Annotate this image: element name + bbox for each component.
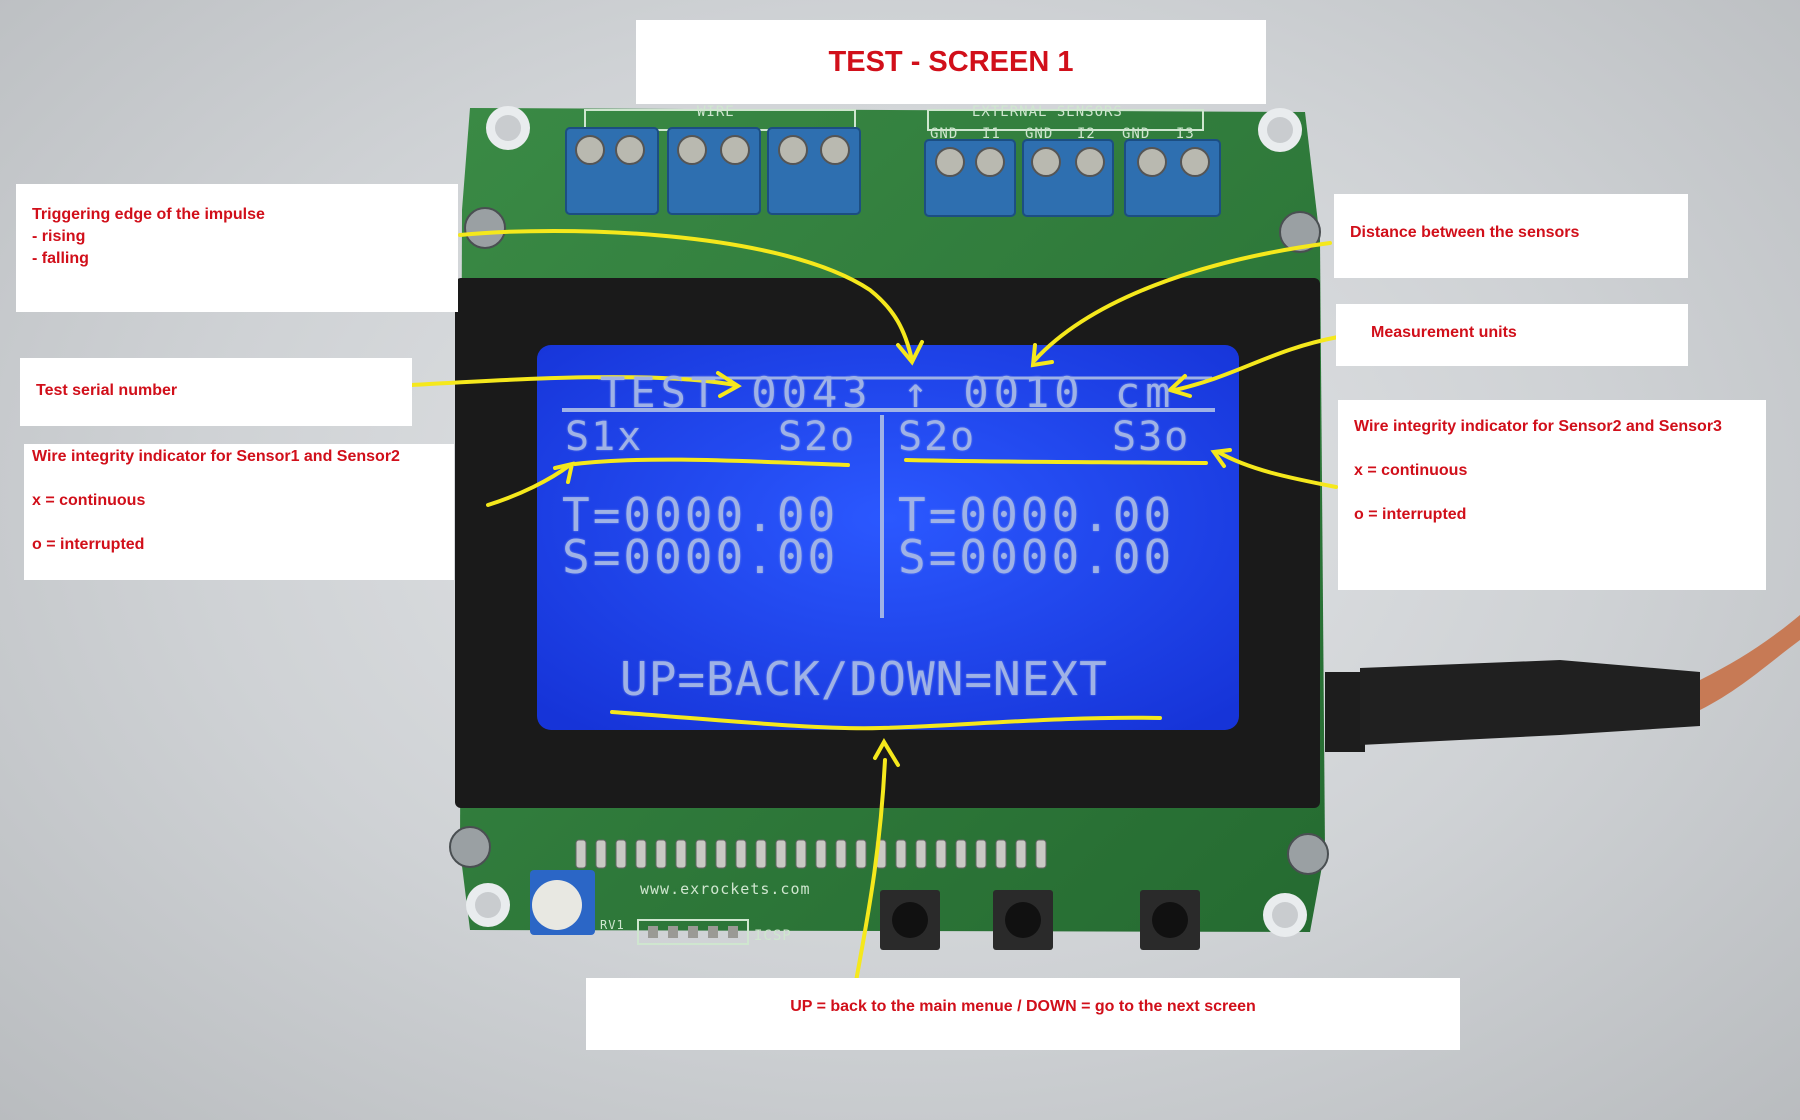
note-buttons-text: UP = back to the main menue / DOWN = go … xyxy=(790,998,1256,1015)
silk-website: www.exrockets.com xyxy=(640,880,811,898)
lcd-right-sensor-b: S3o xyxy=(1112,414,1191,460)
note-distance-text: Distance between the sensors xyxy=(1350,224,1580,241)
silk-terminal-i1: I1 xyxy=(982,126,1001,142)
potentiometer xyxy=(530,870,595,935)
lcd-divider-lines xyxy=(562,408,1215,618)
lcd-right-speed: S=0000.00 xyxy=(898,530,1175,584)
push-buttons xyxy=(880,890,1200,950)
annotation-arrows xyxy=(410,228,1340,989)
screws xyxy=(449,207,1329,875)
lcd-left-time: T=0000.00 xyxy=(562,488,839,542)
terminal-blocks xyxy=(565,127,1221,217)
pin-header xyxy=(575,839,1047,869)
lcd-screen xyxy=(537,345,1239,730)
silk-terminal-i2: I2 xyxy=(1077,126,1096,142)
lcd-left-sensor-a: S1x xyxy=(565,414,644,460)
note-trigger-edge-text: Triggering edge of the impulse - rising … xyxy=(32,206,265,267)
title-box: TEST - SCREEN 1 xyxy=(636,20,1266,104)
note-serial-text: Test serial number xyxy=(36,382,178,399)
lcd-left-speed: S=0000.00 xyxy=(562,530,839,584)
silk-terminal-i3: I3 xyxy=(1176,126,1195,142)
note-wire23: Wire integrity indicator for Sensor2 and… xyxy=(1338,400,1766,590)
silk-icsp: ICSP xyxy=(754,928,792,944)
note-trigger-edge: Triggering edge of the impulse - rising … xyxy=(16,184,458,312)
lcd-header-line: TEST 0043 ↑ 0010 cm xyxy=(600,368,1176,417)
silk-external-sensors-label: EXTERNAL SENSORS xyxy=(972,104,1123,120)
lcd-footer: UP=BACK/DOWN=NEXT xyxy=(620,652,1108,706)
note-wire23-text: Wire integrity indicator for Sensor2 and… xyxy=(1354,418,1722,523)
power-cable xyxy=(1325,615,1800,752)
note-distance: Distance between the sensors xyxy=(1334,194,1688,278)
silk-wire-label: WIRE xyxy=(697,104,735,120)
silk-terminal-gnd-3: GND xyxy=(1122,126,1151,142)
lcd-right-time: T=0000.00 xyxy=(898,488,1175,542)
silk-terminal-gnd-2: GND xyxy=(1025,126,1054,142)
note-units: Measurement units xyxy=(1336,304,1688,366)
note-units-text: Measurement units xyxy=(1371,324,1517,341)
note-wire12-text: Wire integrity indicator for Sensor1 and… xyxy=(32,448,400,553)
note-wire12: Wire integrity indicator for Sensor1 and… xyxy=(24,444,454,580)
silk-terminal-gnd-1: GND xyxy=(930,126,959,142)
lcd-right-sensor-a: S2o xyxy=(898,414,977,460)
lcd-left-sensor-b: S2o xyxy=(778,414,857,460)
note-buttons: UP = back to the main menue / DOWN = go … xyxy=(586,978,1460,1050)
page-title: TEST - SCREEN 1 xyxy=(828,45,1074,78)
note-serial: Test serial number xyxy=(20,358,412,426)
icsp-header xyxy=(637,919,749,945)
silk-rv1: RV1 xyxy=(600,918,625,932)
